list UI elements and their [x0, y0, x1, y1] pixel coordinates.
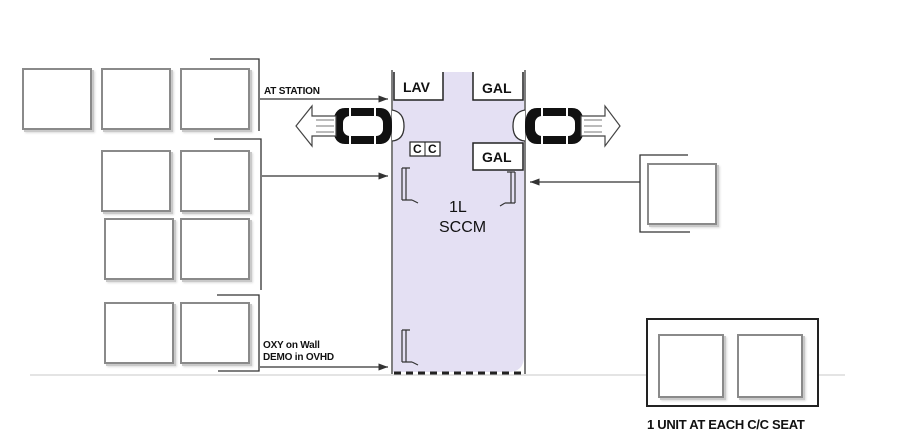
jumpseat-left-upper [401, 167, 419, 204]
equipment-box [101, 68, 171, 130]
legend-unit-box [737, 334, 803, 398]
lav-compartment [393, 72, 444, 101]
galley-mid-label: GAL [482, 149, 512, 165]
left-exit-slide-icon [295, 104, 392, 148]
at-station-label: AT STATION [264, 86, 320, 97]
right-door-notch [512, 109, 526, 142]
cc-seat-label-1: C [413, 142, 422, 156]
equipment-box [22, 68, 92, 130]
station-name: SCCM [439, 219, 487, 236]
equipment-box [180, 302, 250, 364]
galley-top-compartment [472, 72, 524, 101]
bracket-group-3 [217, 294, 260, 372]
equipment-box [104, 218, 174, 280]
galley-mid-compartment [472, 142, 524, 171]
galley-top-label: GAL [482, 80, 512, 96]
jumpseat-left-lower [401, 329, 419, 366]
equipment-box [180, 150, 250, 212]
equipment-box [180, 68, 250, 130]
oxy-on-wall-label: OXY on Wall [263, 340, 320, 351]
left-door-notch [391, 109, 405, 142]
equipment-box [101, 150, 171, 212]
bracket-group-1 [210, 58, 260, 131]
right-exit-slide-icon [525, 104, 621, 148]
bracket-group-2 [214, 138, 262, 290]
jumpseat-right [499, 171, 516, 207]
equipment-box-right [647, 163, 717, 225]
legend-unit-box [658, 334, 724, 398]
legend-caption: 1 UNIT AT EACH C/C SEAT [647, 417, 805, 432]
station-code: 1L [449, 199, 467, 216]
equipment-box [180, 218, 250, 280]
equipment-box [104, 302, 174, 364]
demo-in-ovhd-label: DEMO in OVHD [263, 352, 334, 363]
cc-seat-label-2: C [428, 142, 437, 156]
lav-label: LAV [403, 79, 430, 95]
bracket-right-unit [639, 154, 690, 233]
